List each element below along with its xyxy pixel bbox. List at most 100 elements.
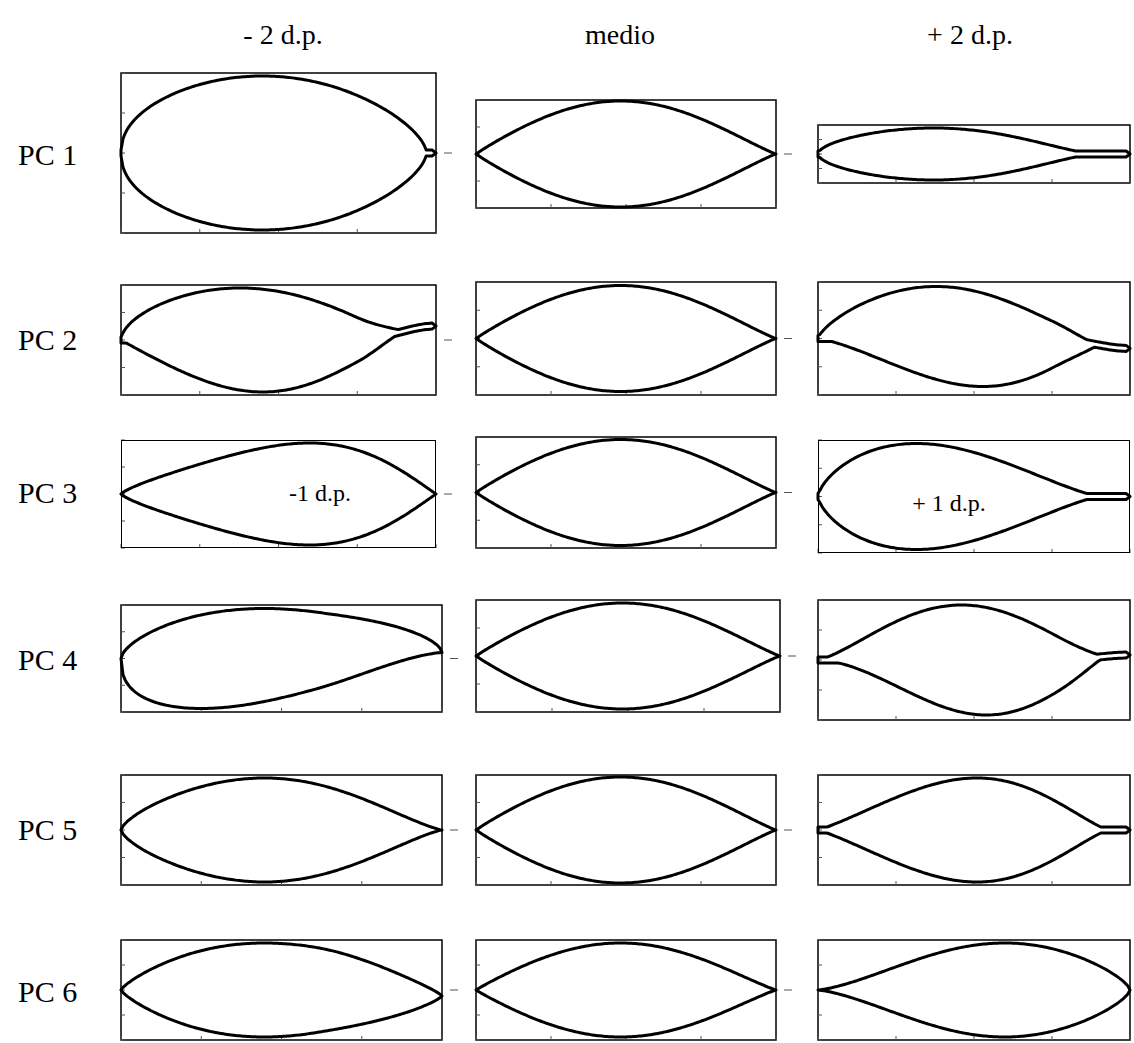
shape-outline	[476, 603, 780, 709]
axis-tick	[1130, 716, 1131, 720]
axis-tick	[818, 802, 822, 803]
axis-tick	[121, 885, 125, 886]
axis-tick	[1052, 391, 1053, 395]
axis-tick	[476, 282, 480, 283]
axis-tick	[818, 179, 819, 183]
plot-frame	[476, 940, 776, 1040]
axis-tick	[121, 712, 125, 713]
axis-tick	[476, 1036, 477, 1040]
axis-tick	[121, 940, 125, 941]
shape-outline	[121, 76, 436, 230]
axis-tick	[476, 310, 480, 311]
axis-tick	[444, 494, 452, 495]
axis-tick	[776, 204, 777, 208]
axis-tick	[121, 1040, 125, 1041]
component-label: PC 6	[18, 977, 77, 1007]
plot-frame	[818, 775, 1130, 885]
axis-tick	[476, 520, 480, 521]
axis-tick	[818, 139, 822, 140]
axis-tick	[201, 881, 202, 885]
plot-frame	[818, 282, 1130, 395]
axis-tick	[476, 395, 480, 396]
axis-tick	[704, 708, 705, 712]
axis-tick	[818, 366, 822, 367]
axis-tick	[1130, 1036, 1131, 1040]
axis-tick	[818, 720, 822, 721]
shape-outline	[818, 943, 1130, 1037]
axis-tick	[361, 881, 362, 885]
axis-tick	[476, 881, 477, 885]
axis-tick	[818, 940, 822, 941]
axis-tick	[476, 628, 480, 629]
axis-tick	[818, 282, 822, 283]
axis-tick	[476, 204, 477, 208]
axis-tick	[1052, 716, 1053, 720]
axis-tick	[1130, 391, 1131, 395]
axis-tick	[896, 391, 897, 395]
axis-tick	[476, 437, 480, 438]
axis-tick	[551, 391, 552, 395]
axis-tick	[551, 204, 552, 208]
axis-tick	[776, 544, 777, 548]
component-label: PC 4	[18, 645, 77, 675]
shape-outline	[818, 605, 1130, 715]
plot-frame	[121, 73, 436, 233]
axis-tick	[476, 366, 480, 367]
axis-tick	[444, 153, 452, 154]
axis-tick	[701, 881, 702, 885]
axis-tick	[1052, 881, 1053, 885]
component-label: PC 3	[18, 478, 77, 508]
plot-frame	[121, 285, 436, 395]
plot-frame	[121, 940, 442, 1040]
axis-tick	[121, 802, 125, 803]
plot-frame	[121, 775, 442, 885]
axis-tick	[551, 881, 552, 885]
axis-tick	[974, 179, 975, 183]
axis-tick	[974, 716, 975, 720]
axis-tick	[476, 544, 477, 548]
axis-tick	[436, 229, 437, 233]
axis-tick	[121, 685, 125, 686]
shape-outline	[818, 287, 1130, 387]
axis-tick	[701, 544, 702, 548]
axis-tick	[121, 367, 125, 368]
axis-tick	[476, 600, 480, 601]
component-label: PC 1	[18, 140, 77, 170]
axis-tick	[701, 204, 702, 208]
axis-tick	[442, 1036, 443, 1040]
axis-tick	[199, 391, 200, 395]
axis-tick	[121, 857, 125, 858]
axis-tick	[357, 391, 358, 395]
plot-frame	[121, 605, 442, 712]
axis-tick	[818, 716, 819, 720]
plot-frame: + 1 d.p.	[818, 440, 1130, 553]
axis-tick	[476, 464, 480, 465]
axis-tick	[896, 716, 897, 720]
axis-tick	[476, 127, 480, 128]
axis-tick	[121, 708, 122, 712]
axis-tick	[476, 684, 480, 685]
axis-tick	[357, 229, 358, 233]
axis-tick	[896, 881, 897, 885]
axis-tick	[201, 1036, 202, 1040]
axis-tick	[121, 312, 125, 313]
axis-tick	[121, 391, 122, 395]
axis-tick	[450, 990, 458, 991]
axis-tick	[121, 965, 125, 966]
axis-tick	[450, 830, 458, 831]
axis-tick	[784, 338, 792, 339]
plot-frame: -1 d.p.	[121, 440, 436, 548]
axis-tick	[121, 775, 125, 776]
axis-tick	[361, 1036, 362, 1040]
axis-tick	[476, 802, 480, 803]
shape-outline	[121, 443, 436, 545]
axis-tick	[476, 940, 480, 941]
axis-tick	[818, 1015, 822, 1016]
axis-tick	[476, 775, 480, 776]
axis-tick	[776, 391, 777, 395]
axis-tick	[776, 881, 777, 885]
axis-tick	[361, 708, 362, 712]
axis-tick	[476, 965, 480, 966]
axis-tick	[776, 1036, 777, 1040]
plot-frame	[818, 940, 1130, 1040]
